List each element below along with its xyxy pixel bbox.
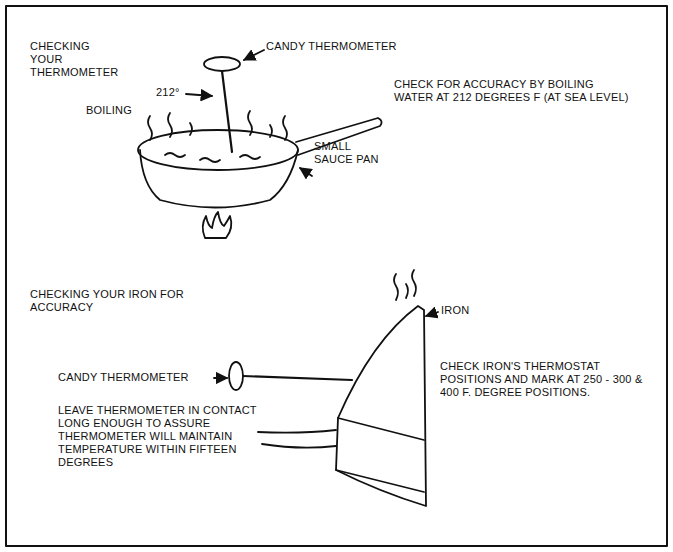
steam [190, 123, 192, 135]
part-label: CANDY THERMOMETER [266, 40, 406, 53]
bubbles [165, 153, 260, 162]
flame [203, 212, 232, 238]
steam [168, 113, 172, 137]
iron-sole [336, 418, 424, 492]
note-text: LEAVE THERMOMETER IN CONTACT LONG ENOUGH… [58, 404, 278, 469]
leader-line [258, 430, 336, 433]
pan-body [140, 150, 298, 208]
value-label: 212° [156, 86, 190, 99]
thermometer-dial [229, 362, 243, 390]
pan-rim [138, 130, 298, 170]
part-label: CANDY THERMOMETER [58, 371, 218, 384]
leader-line [262, 444, 336, 448]
steam [283, 116, 287, 140]
note-text: CHECK IRON'S THERMOSTAT POSITIONS AND MA… [440, 360, 655, 399]
thermometer-dial [204, 57, 240, 71]
leader-line [244, 50, 264, 60]
leader-line [300, 168, 312, 176]
frame [6, 6, 667, 546]
part-label: SMALL SAUCE PAN [314, 140, 389, 166]
steam [148, 116, 152, 140]
leader-line [426, 312, 438, 316]
section-heading: CHECKING YOUR THERMOMETER [30, 40, 125, 79]
part-label: IRON [441, 304, 481, 317]
leader-line [186, 94, 212, 96]
leader-line [214, 377, 227, 379]
steam [270, 125, 272, 137]
part-label: BOILING [86, 104, 146, 117]
thermometer-stem [222, 71, 232, 152]
heat-waves [394, 270, 416, 300]
thermometer-stem [243, 376, 352, 380]
note-text: CHECK FOR ACCURACY BY BOILING WATER AT 2… [394, 78, 629, 104]
iron-body [336, 306, 426, 506]
steam [248, 111, 252, 135]
section-heading: CHECKING YOUR IRON FOR ACCURACY [30, 288, 200, 314]
